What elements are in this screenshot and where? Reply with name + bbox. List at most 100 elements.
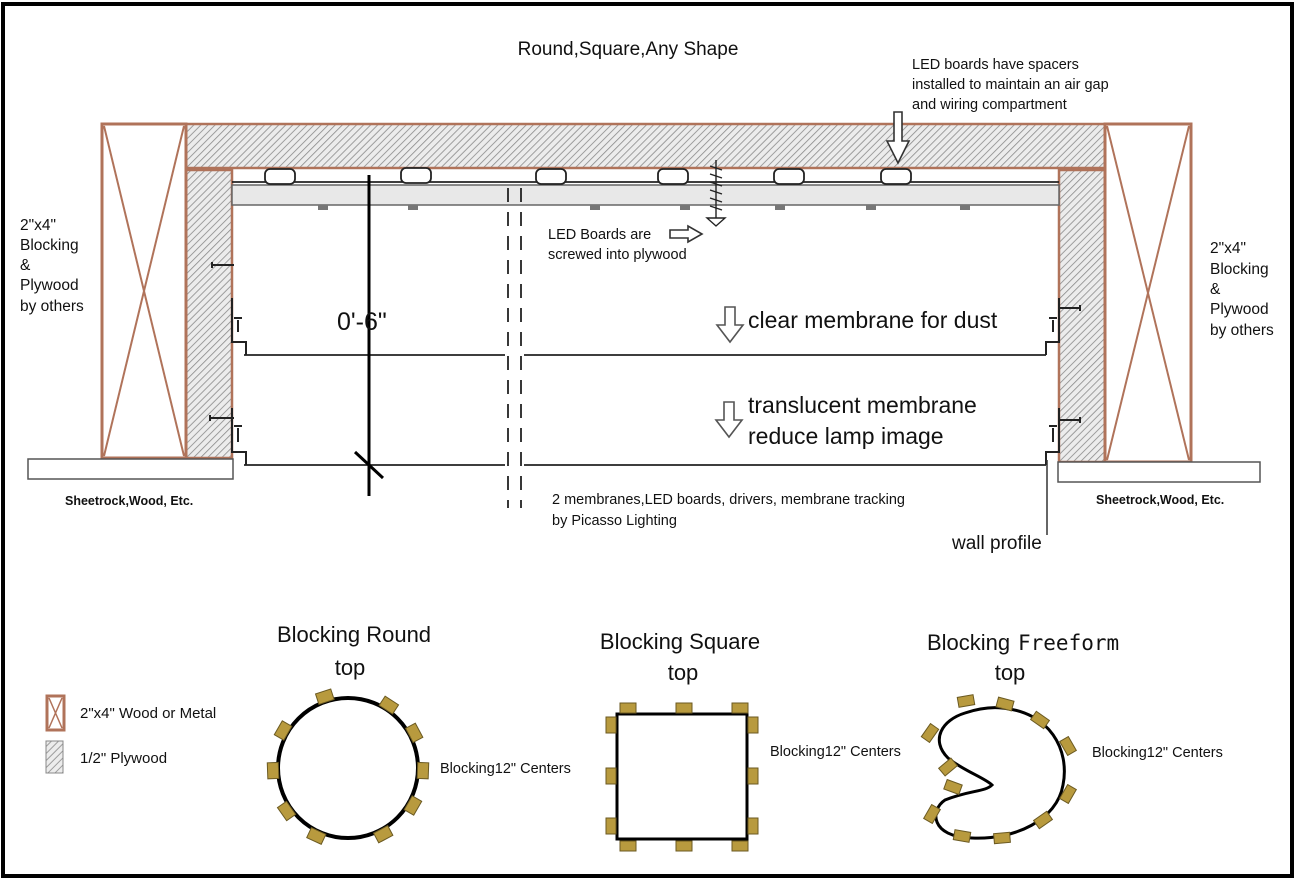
label-sheetrock-left: Sheetrock,Wood, Etc.	[65, 494, 193, 508]
blocking-pad	[1058, 735, 1078, 757]
dimension-label: 0'-6"	[337, 308, 387, 336]
heading-round: Blocking Round top	[277, 622, 431, 680]
svg-text:LED boards have spacers: LED boards have spacers	[912, 57, 1079, 73]
svg-text:installed to maintain an air g: installed to maintain an air gap	[912, 77, 1109, 93]
svg-text:2"x4": 2"x4"	[1210, 240, 1246, 257]
blocking-pad	[605, 817, 617, 835]
blocking-pad	[747, 767, 759, 785]
legend-plywood-label: 1/2" Plywood	[80, 750, 167, 767]
right-plywood	[1057, 168, 1107, 464]
square-centers-label: Blocking12" Centers	[770, 744, 901, 760]
left-blocking-2x4	[100, 122, 188, 460]
dimension-line	[353, 175, 385, 496]
blocking-pad	[605, 716, 617, 734]
blocking-pad	[747, 716, 759, 734]
label-blocking-right: 2"x4" Blocking & Plywood by others	[1210, 240, 1274, 339]
svg-text:Freeform: Freeform	[1018, 631, 1119, 655]
blocking-pad	[747, 817, 759, 835]
blocking-pad	[403, 795, 423, 816]
svg-text:Plywood: Plywood	[20, 277, 79, 294]
note-spacers: LED boards have spacers installed to mai…	[912, 57, 1109, 113]
svg-text:Blocking Round: Blocking Round	[277, 622, 431, 647]
right-blocking-2x4	[1103, 122, 1193, 464]
right-wall-profiles	[1045, 298, 1081, 465]
svg-text:by Picasso Lighting: by Picasso Lighting	[552, 513, 677, 529]
blocking-pad	[276, 800, 297, 822]
arrow-right-icon-screwed	[669, 224, 704, 244]
note-wall-profile: wall profile	[951, 533, 1042, 554]
blocking-pad	[378, 695, 400, 715]
legend-wood-swatch	[45, 694, 66, 732]
freeform-blocking-outline	[934, 706, 1066, 840]
legend-wood-label: 2"x4" Wood or Metal	[80, 705, 216, 722]
note-screwed: LED Boards are screwed into plywood	[548, 227, 687, 263]
blocking-pad	[416, 761, 430, 780]
arrow-down-icon-translucent	[714, 401, 744, 439]
svg-text:Blocking: Blocking	[927, 630, 1010, 655]
top-plywood	[184, 122, 1107, 170]
svg-text:top: top	[335, 655, 366, 680]
led-chips	[318, 205, 970, 210]
note-translucent: translucent membrane reduce lamp image	[748, 392, 977, 449]
label-blocking-left: 2"x4" Blocking & Plywood by others	[20, 217, 84, 315]
blocking-pad	[1058, 783, 1078, 805]
svg-text:&: &	[1210, 281, 1221, 298]
blocking-pad	[404, 722, 424, 744]
blocking-pad	[952, 829, 972, 843]
round-centers-label: Blocking12" Centers	[440, 761, 571, 777]
freeform-centers-label: Blocking12" Centers	[1092, 745, 1223, 761]
left-wall-profiles	[209, 262, 247, 465]
svg-text:translucent membrane: translucent membrane	[748, 392, 977, 418]
round-blocking-outline	[276, 696, 420, 840]
led-spacers	[264, 167, 912, 185]
section-break-dashes	[507, 188, 522, 508]
svg-text:top: top	[995, 660, 1026, 685]
arrow-down-icon-spacers	[885, 111, 911, 165]
svg-text:top: top	[668, 660, 699, 685]
svg-text:reduce lamp image: reduce lamp image	[748, 423, 944, 449]
blocking-pad	[372, 824, 394, 844]
blocking-pad	[619, 702, 637, 714]
svg-text:Blocking: Blocking	[20, 237, 79, 254]
blocking-pad	[273, 720, 293, 741]
svg-text:2 membranes,LED boards, driver: 2 membranes,LED boards, drivers, membran…	[552, 492, 905, 508]
blocking-pad	[619, 840, 637, 852]
blocking-pad	[731, 702, 749, 714]
blocking-pad	[675, 702, 693, 714]
svg-text:screwed into plywood: screwed into plywood	[548, 247, 687, 263]
svg-text:Blocking: Blocking	[1210, 261, 1269, 278]
blocking-pad	[937, 757, 959, 777]
blocking-pad	[731, 840, 749, 852]
blocking-pad	[605, 767, 617, 785]
heading-freeform: Blocking Freeform top	[927, 630, 1119, 685]
blocking-pad	[266, 761, 280, 780]
freeform-blocking-blocks	[920, 694, 1078, 845]
round-blocking-blocks	[266, 688, 430, 846]
svg-text:by others: by others	[1210, 322, 1274, 339]
svg-text:LED Boards are: LED Boards are	[548, 227, 651, 243]
left-sheetrock	[27, 458, 234, 480]
note-clear-membrane: clear membrane for dust	[748, 307, 998, 333]
blocking-pad	[993, 831, 1011, 845]
blocking-pad	[920, 722, 940, 744]
heading-square: Blocking Square top	[600, 629, 760, 685]
blocking-pad	[675, 840, 693, 852]
arrow-down-icon-clear	[715, 306, 745, 344]
svg-text:by others: by others	[20, 298, 84, 315]
svg-text:2"x4": 2"x4"	[20, 217, 56, 234]
left-plywood	[184, 168, 234, 460]
blocking-pad	[995, 696, 1015, 712]
svg-text:and wiring compartment: and wiring compartment	[912, 97, 1067, 113]
square-blocking-outline	[615, 712, 749, 841]
note-by-picasso: 2 membranes,LED boards, drivers, membran…	[552, 492, 905, 529]
svg-text:Blocking Square: Blocking Square	[600, 629, 760, 654]
diagram-title: Round,Square,Any Shape	[518, 39, 739, 60]
blocking-pad	[306, 826, 327, 846]
svg-text:&: &	[20, 257, 31, 274]
blocking-pad	[1032, 810, 1054, 830]
square-blocking-blocks	[605, 702, 759, 852]
led-board-strip	[231, 184, 1060, 206]
svg-text:Plywood: Plywood	[1210, 301, 1269, 318]
